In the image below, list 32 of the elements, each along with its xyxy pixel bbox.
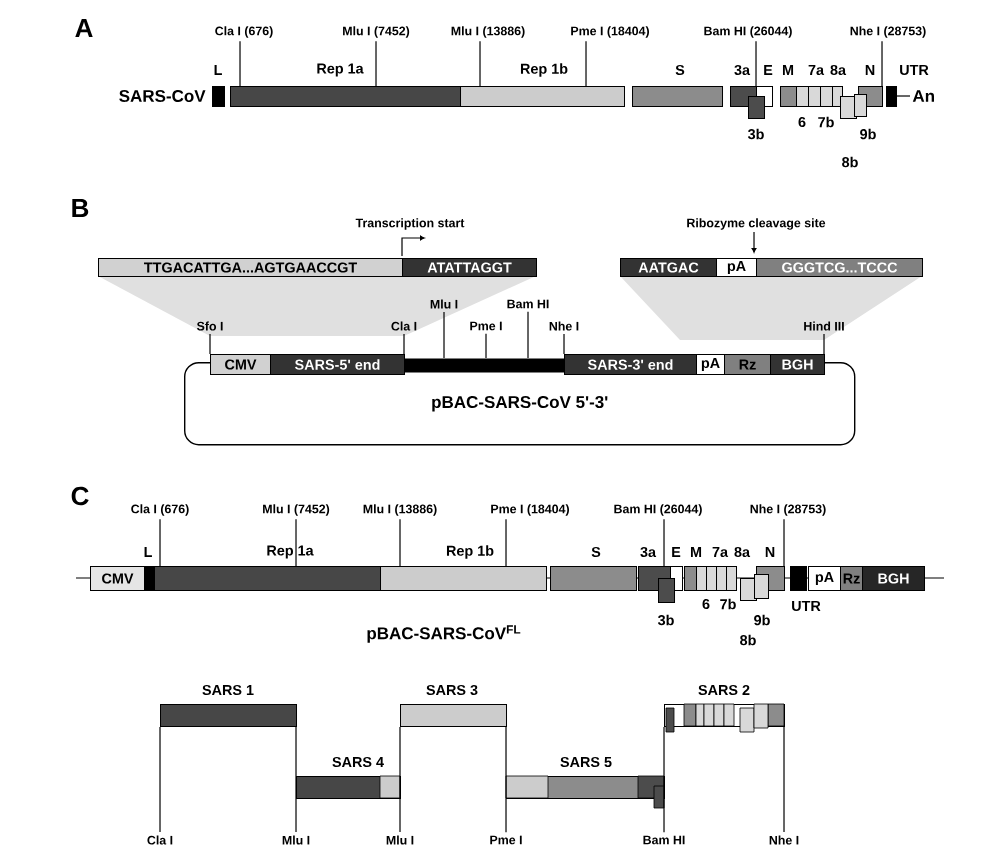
- site-marker-line: [783, 518, 785, 567]
- panel-letter: B: [72, 199, 89, 217]
- site-marker-line: [663, 726, 665, 833]
- site-marker-line: [159, 726, 161, 833]
- site-marker-line: [239, 40, 241, 87]
- site-marker-line: [399, 726, 401, 833]
- site-marker-line: [403, 333, 405, 355]
- site-marker-line: [505, 726, 507, 833]
- site-marker-line: [881, 40, 883, 87]
- site-marker-line: [443, 311, 445, 359]
- site-marker-line: [505, 518, 507, 567]
- site-marker-line: [295, 726, 297, 833]
- site-marker-line: [399, 518, 401, 567]
- tail-label: An: [896, 90, 934, 102]
- site-marker-line: [485, 333, 487, 359]
- site-marker-line: [209, 333, 211, 355]
- site-marker-line: [295, 518, 297, 567]
- genome-name: SARS-CoV: [119, 90, 206, 102]
- site-marker-line: [375, 40, 377, 87]
- site-marker-line: [563, 333, 565, 355]
- site-marker-line: [479, 40, 481, 87]
- site-marker-line: [527, 311, 529, 359]
- panel-letter: A: [75, 19, 93, 37]
- site-marker-line: [755, 40, 757, 87]
- site-marker-line: [663, 518, 665, 567]
- site-marker-line: [585, 40, 587, 87]
- panel-letter: C: [71, 486, 89, 506]
- site-marker-line: [159, 518, 161, 567]
- genome-bar: [404, 358, 565, 373]
- site-marker-line: [823, 333, 825, 355]
- site-marker-line: [783, 726, 785, 833]
- construct-name: pBAC-SARS-CoV$^{FL}$: [367, 625, 521, 643]
